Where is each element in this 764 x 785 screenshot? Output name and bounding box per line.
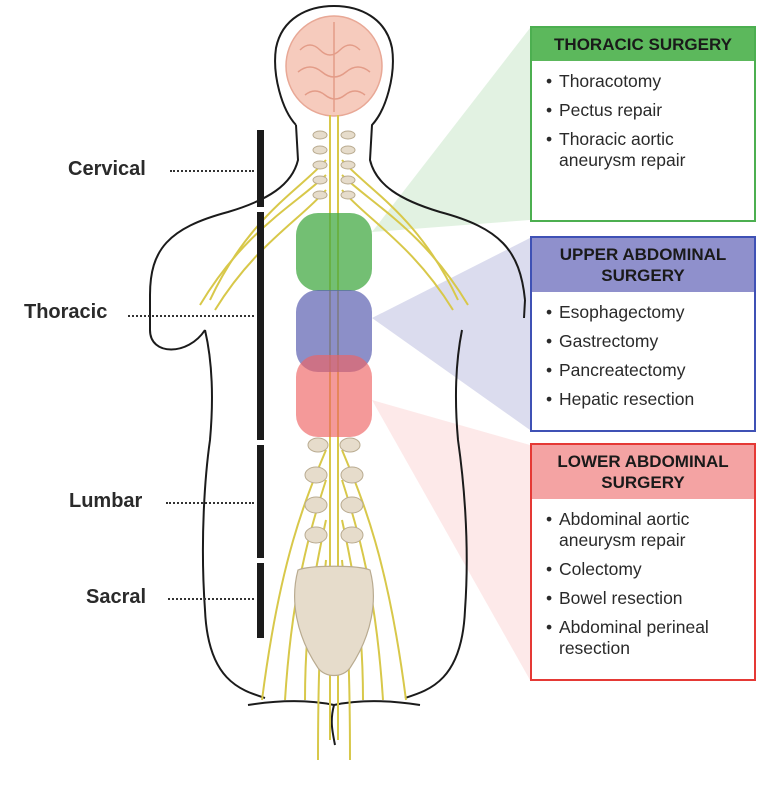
upper-abdominal-surgery-box: UPPER ABDOMINAL SURGERY Esophagectomy Ga…: [530, 236, 756, 432]
list-item: Abdominal perineal resection: [546, 617, 746, 659]
lower-abdominal-surgery-box: LOWER ABDOMINAL SURGERY Abdominal aortic…: [530, 443, 756, 681]
lumbar-bar: [257, 445, 264, 558]
list-item: Thoracic aortic aneurysm repair: [546, 129, 746, 171]
list-item: Pancreatectomy: [546, 360, 746, 381]
list-item: Colectomy: [546, 559, 746, 580]
thoracic-bar: [257, 212, 264, 440]
thoracic-surgery-box: THORACIC SURGERY Thoracotomy Pectus repa…: [530, 26, 756, 222]
lumbar-label: Lumbar: [69, 490, 142, 513]
thoracic-leader: [128, 315, 254, 317]
thoracic-surgery-title: THORACIC SURGERY: [532, 28, 754, 61]
upper-abdominal-surgery-list: Esophagectomy Gastrectomy Pancreatectomy…: [532, 292, 754, 410]
lower-abdominal-surgery-list: Abdominal aortic aneurysm repair Colecto…: [532, 499, 754, 659]
buttocks-outline: [248, 701, 420, 745]
thoracic-surgery-list: Thoracotomy Pectus repair Thoracic aorti…: [532, 61, 754, 171]
cervical-bar: [257, 130, 264, 207]
upper-abdominal-projection-wedge: [372, 238, 530, 430]
upper-abdominal-surgery-title: UPPER ABDOMINAL SURGERY: [532, 238, 754, 292]
thoracic-label: Thoracic: [24, 301, 107, 324]
list-item: Thoracotomy: [546, 71, 746, 92]
lower-abdominal-projection-wedge: [372, 400, 530, 680]
cervical-leader: [170, 170, 254, 172]
cervical-label: Cervical: [68, 158, 146, 181]
sacral-bar: [257, 563, 264, 638]
thoracic-zone: [296, 213, 372, 291]
list-item: Hepatic resection: [546, 389, 746, 410]
list-item: Pectus repair: [546, 100, 746, 121]
list-item: Abdominal aortic aneurysm repair: [546, 509, 746, 551]
lower-abdominal-surgery-title: LOWER ABDOMINAL SURGERY: [532, 445, 754, 499]
list-item: Esophagectomy: [546, 302, 746, 323]
thoracic-projection-wedge: [372, 28, 530, 232]
list-item: Bowel resection: [546, 588, 746, 609]
lumbar-leader: [166, 502, 254, 504]
list-item: Gastrectomy: [546, 331, 746, 352]
lower-abdominal-zone: [296, 355, 372, 437]
sacral-leader: [168, 598, 254, 600]
sacral-label: Sacral: [86, 586, 146, 609]
